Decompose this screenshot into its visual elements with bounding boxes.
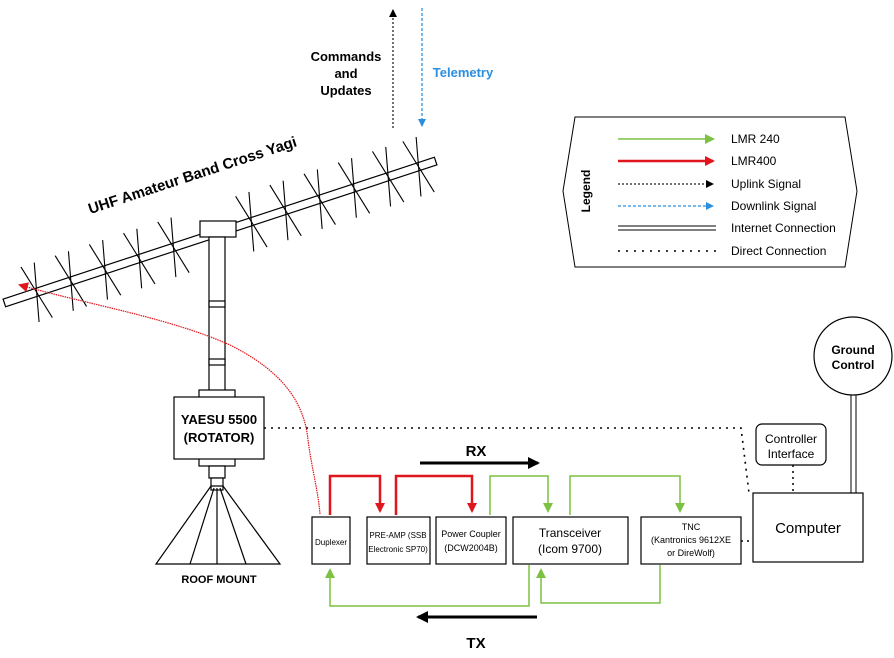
legend-item-lmr400: LMR400 — [731, 154, 777, 168]
svg-text:or DireWolf): or DireWolf) — [667, 548, 715, 558]
power-coupler-box: Power Coupler (DCW2004B) — [435, 516, 507, 565]
legend-item-internet: Internet Connection — [731, 221, 836, 235]
rx-label: RX — [466, 443, 487, 460]
tnc-transceiver-cable — [536, 565, 661, 604]
preamp-coupler-cable — [394, 474, 477, 515]
duplexer-box: Duplexer — [311, 516, 351, 565]
commands-label: Commands and Updates — [311, 49, 382, 98]
svg-text:(ROTATOR): (ROTATOR) — [184, 430, 255, 445]
transceiver-box: Transceiver (Icom 9700) — [512, 516, 629, 565]
svg-text:Controller: Controller — [765, 432, 817, 446]
tx-arrow: TX — [416, 611, 537, 652]
svg-text:(Icom 9700): (Icom 9700) — [538, 542, 602, 556]
svg-text:Transceiver: Transceiver — [539, 526, 601, 540]
rotator-box: YAESU 5500 (ROTATOR) — [173, 396, 265, 460]
svg-text:Ground: Ground — [831, 343, 874, 357]
svg-text:TNC: TNC — [682, 522, 701, 532]
svg-text:Updates: Updates — [320, 83, 371, 98]
svg-text:Commands: Commands — [311, 49, 382, 64]
legend-internet-line — [618, 225, 716, 231]
svg-text:Computer: Computer — [775, 520, 841, 537]
antenna-label: UHF Amateur Band Cross Yagi — [86, 134, 299, 218]
legend-item-direct: Direct Connection — [731, 244, 826, 258]
roof-mount-label: ROOF MOUNT — [181, 574, 256, 586]
controller-interface: Controller Interface — [755, 423, 827, 466]
rx-arrow: RX — [420, 443, 540, 469]
svg-text:(DCW2004B): (DCW2004B) — [444, 543, 498, 553]
svg-text:YAESU 5500: YAESU 5500 — [181, 412, 257, 427]
legend-item-uplink: Uplink Signal — [731, 177, 801, 191]
legend-item-downlink: Downlink Signal — [731, 199, 816, 213]
rotator-computer-link — [264, 427, 750, 494]
roof-mount — [154, 477, 282, 565]
transceiver-duplexer-cable — [325, 565, 530, 607]
svg-text:Power Coupler: Power Coupler — [441, 529, 501, 539]
svg-text:PRE-AMP (SSB: PRE-AMP (SSB — [369, 531, 426, 540]
svg-text:Duplexer: Duplexer — [315, 538, 347, 547]
svg-text:(Kantronics 9612XE: (Kantronics 9612XE — [651, 535, 731, 545]
coupler-transceiver-cable — [489, 475, 553, 515]
tx-label: TX — [466, 635, 485, 652]
duplexer-preamp-cable — [328, 474, 385, 515]
telemetry-label: Telemetry — [433, 65, 494, 80]
tnc-box: TNC (Kantronics 9612XE or DireWolf) — [640, 516, 742, 565]
legend: Legend LMR 240 LMR400 Uplink Signal Down… — [562, 116, 858, 268]
preamp-box: PRE-AMP (SSB Electronic SP70) — [366, 516, 431, 565]
transceiver-tnc-cable — [569, 475, 685, 515]
mast — [198, 220, 237, 479]
svg-text:and: and — [334, 66, 357, 81]
antenna-feed-cable — [18, 282, 321, 515]
svg-text:Control: Control — [832, 358, 875, 372]
legend-item-lmr240: LMR 240 — [731, 132, 780, 146]
computer-box: Computer — [752, 492, 864, 563]
legend-title: Legend — [579, 170, 593, 213]
svg-text:Electronic SP70): Electronic SP70) — [368, 545, 428, 554]
svg-text:Interface: Interface — [768, 447, 815, 461]
ground-control: Ground Control — [813, 316, 893, 493]
